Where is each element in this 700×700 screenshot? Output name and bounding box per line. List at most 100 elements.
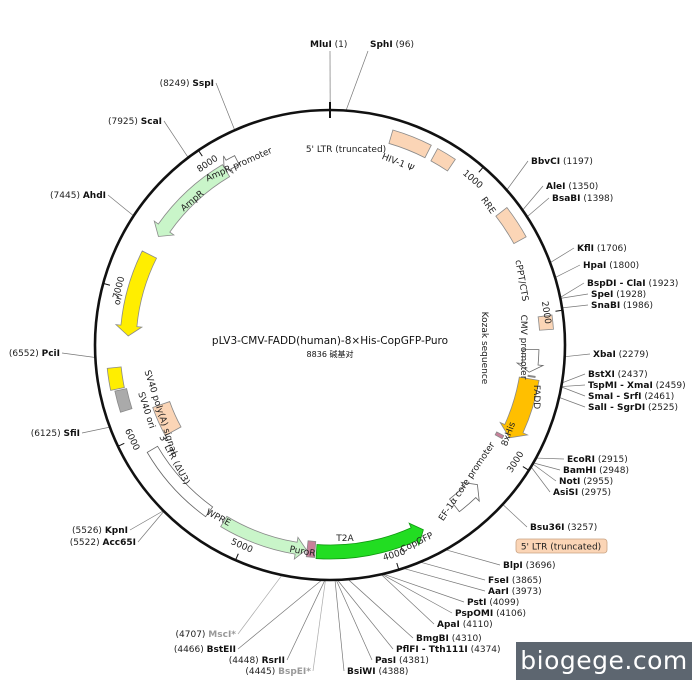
site-bamhi-leader (533, 462, 561, 471)
site-bsteii-leader (237, 579, 323, 650)
feature-8xhis (494, 431, 505, 440)
site-smai-srfi-leader (561, 386, 586, 397)
bp-tick-3000 (522, 466, 530, 471)
callout-box-bg (515, 538, 608, 554)
bp-tick-label-6000: 6000 (122, 427, 141, 452)
bp-tick-label-7000: 7000 (112, 275, 128, 300)
feature-5-ltr-truncated (388, 129, 432, 159)
site-pspomi-label: PspOMI (4106) (455, 609, 526, 619)
site-alei-leader (522, 185, 544, 211)
feature-ampr (153, 164, 231, 237)
site-asisi-label: AsiSI (2975) (553, 488, 611, 498)
site-pcii-label: (6552) PciI (9, 349, 60, 359)
site-apai-label: ApaI (4110) (437, 620, 493, 630)
site-acc65i-label: (5522) Acc65I (70, 538, 136, 548)
site-kpni-label: (5526) KpnI (72, 526, 128, 536)
site-xbai-label: XbaI (2279) (593, 350, 649, 360)
feature-sv40-poly-a-signal (106, 366, 125, 391)
feature-label-puror: PuroR (289, 545, 317, 559)
bp-tick-8000 (197, 150, 203, 157)
bp-tick-5000 (235, 553, 239, 561)
site-snabi-leader (562, 304, 589, 309)
site-hpai-leader (554, 264, 581, 278)
feature-ampr-promoter (223, 155, 240, 174)
site-bspdi-clai-leader (559, 282, 585, 298)
site-ahdi-label: (7445) AhdI (50, 191, 106, 201)
site-bspei-label: (4445) BspEI* (245, 667, 311, 677)
site-pspomi-leader (381, 573, 453, 614)
site-kfli-leader (549, 247, 575, 264)
bp-tick-2000 (555, 309, 563, 312)
backbone (93, 102, 567, 582)
site-snabi-label: SnaBI (1986) (591, 301, 653, 311)
site-rsrii-leader (286, 579, 326, 661)
site-apai-leader (380, 574, 435, 625)
site-tspmi-xmai-label: TspMI - XmaI (2459) (588, 381, 686, 391)
site-bsabi-leader (526, 197, 550, 218)
site-pasi-label: PasI (4381) (375, 656, 429, 666)
feature-3-ltr-u3 (152, 401, 182, 437)
callout-box-label: 5' LTR (truncated) (521, 543, 601, 553)
feature-label-cppt-cts: cPPT/CTS (512, 259, 529, 302)
site-msci-leader (237, 574, 283, 635)
site-fsei-leader (419, 561, 486, 581)
site-fsei-label: FseI (3865) (488, 576, 542, 586)
site-pcii-leader (61, 352, 96, 358)
site-bsiwi-label: BsiWI (4388) (347, 667, 408, 677)
feature-puror (220, 515, 307, 560)
feature-fadd (499, 376, 540, 439)
bp-tick-label-2000: 2000 (539, 301, 552, 325)
site-bstxi-label: BstXI (2437) (588, 370, 648, 380)
site-pflfi-tth111i-leader (337, 579, 394, 650)
site-bsu36i-leader (502, 504, 528, 528)
site-msci-label: (4707) MscI* (176, 630, 237, 640)
bp-tick-label-1000: 1000 (460, 169, 484, 192)
site-blpi-label: BlpI (3696) (503, 561, 556, 571)
site-bspei-leader (312, 579, 326, 672)
site-spei-label: SpeI (1928) (591, 290, 646, 300)
site-sfii-label: (6125) SfiI (31, 429, 80, 439)
bp-tick-6000 (117, 442, 125, 447)
site-bbvci-label: BbvCI (1197) (531, 157, 593, 167)
feature-rre (495, 206, 527, 245)
site-bsu36i-label: Bsu36I (3257) (530, 523, 597, 533)
bp-tick-label-3000: 3000 (506, 450, 527, 475)
site-noti-label: NotI (2955) (559, 477, 613, 487)
leader-lines (61, 50, 591, 672)
feature-label-cmv-promoter: CMV promoter (518, 315, 528, 380)
feature-hiv-1 (430, 148, 456, 172)
site-sspi-label: (8249) SspI (160, 79, 214, 89)
site-psti-label: PstI (4099) (467, 598, 519, 608)
site-xbai-leader (564, 353, 591, 358)
feature-label-5-ltr-truncated: 5' LTR (truncated) (306, 145, 386, 155)
site-alei-label: AleI (1350) (546, 182, 598, 192)
feature-wpre (146, 445, 214, 518)
site-sali-sgrdi-leader (558, 397, 586, 408)
site-bsiwi-leader (334, 579, 345, 672)
site-blpi-leader (445, 549, 501, 566)
site-hpai-label: HpaI (1800) (583, 261, 639, 271)
site-scai-leader (163, 120, 189, 158)
site-kfli-label: KflI (1706) (577, 244, 627, 254)
site-ecori-label: EcoRI (2915) (567, 455, 628, 465)
feature-ori (114, 250, 158, 337)
site-aari-leader (403, 567, 486, 592)
site-sfii-leader (81, 426, 110, 434)
site-sali-sgrdi-label: SalI - SgrDI (2525) (588, 403, 678, 413)
site-bamhi-label: BamHI (2948) (563, 466, 629, 476)
watermark-logo: biogege.com (516, 642, 692, 680)
site-bspdi-clai-label: BspDI - ClaI (1923) (587, 279, 678, 289)
site-labels: MluI (1)SphI (96)(8249) SspI(7925) ScaI(… (9, 40, 686, 677)
site-bsabi-label: BsaBI (1398) (552, 194, 613, 204)
site-bstxi-leader (561, 373, 586, 384)
site-sphi-leader (345, 50, 369, 111)
site-noti-leader (532, 463, 557, 482)
bp-tick-1000 (478, 166, 484, 173)
site-aari-label: AarI (3973) (488, 587, 542, 597)
feature-sv40-ori (114, 388, 133, 413)
site-rsrii-label: (4448) RsrII (229, 656, 285, 666)
site-bsteii-label: (4466) BstEII (174, 645, 236, 655)
bp-tick-4000 (396, 562, 400, 570)
site-pasi-leader (335, 579, 373, 661)
